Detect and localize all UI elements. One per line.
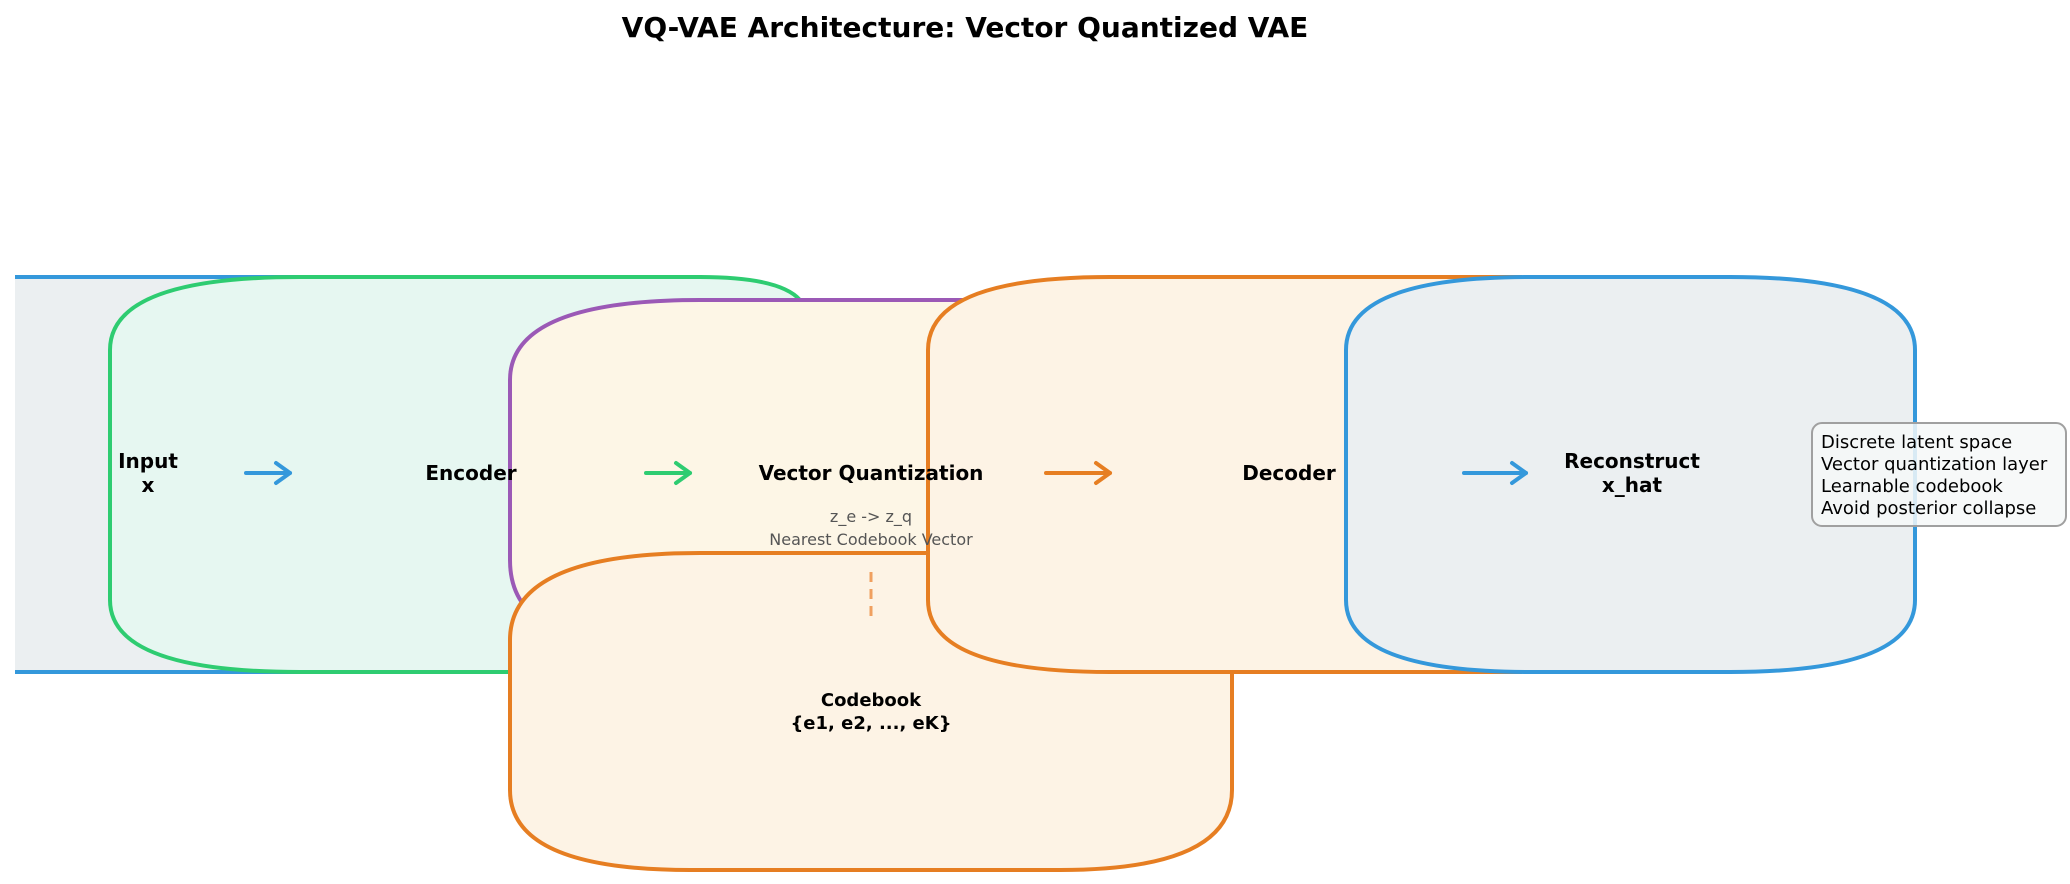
reconstruct-label-line-1: Reconstruct	[1564, 449, 1700, 473]
info-line-3: Learnable codebook	[1821, 476, 2003, 497]
reconstruct-label-line-2: x_hat	[1602, 473, 1663, 497]
arrow-vq-to-decoder	[1044, 461, 1112, 485]
info-box-frame	[1811, 422, 2067, 527]
arrow-encoder-to-vq	[644, 461, 692, 485]
encoder-label: Encoder	[425, 461, 516, 485]
info-box: Discrete latent space Vector quantizatio…	[1811, 422, 2067, 527]
vq-sublabel-line-2: Nearest Codebook Vector	[769, 530, 973, 549]
arrow-decoder-to-reconstruct	[1462, 461, 1528, 485]
codebook-label-line-1: Codebook	[821, 690, 922, 711]
info-line-4: Avoid posterior collapse	[1821, 498, 2036, 519]
vq-label: Vector Quantization	[759, 461, 984, 485]
arrow-input-to-encoder	[244, 461, 292, 485]
info-line-1: Discrete latent space	[1821, 432, 2012, 453]
decoder-label: Decoder	[1242, 461, 1336, 485]
info-line-2: Vector quantization layer	[1821, 454, 2048, 475]
vq-sublabel-line-1: z_e -> z_q	[830, 507, 912, 527]
reconstruct-box	[1344, 275, 1917, 674]
input-label-line-2: x	[142, 473, 155, 497]
diagram-title: VQ-VAE Architecture: Vector Quantized VA…	[622, 11, 1309, 44]
codebook-label-line-2: {e1, e2, ..., eK}	[790, 713, 951, 734]
reconstruct-node	[1344, 275, 1917, 674]
input-label-line-1: Input	[118, 449, 178, 473]
